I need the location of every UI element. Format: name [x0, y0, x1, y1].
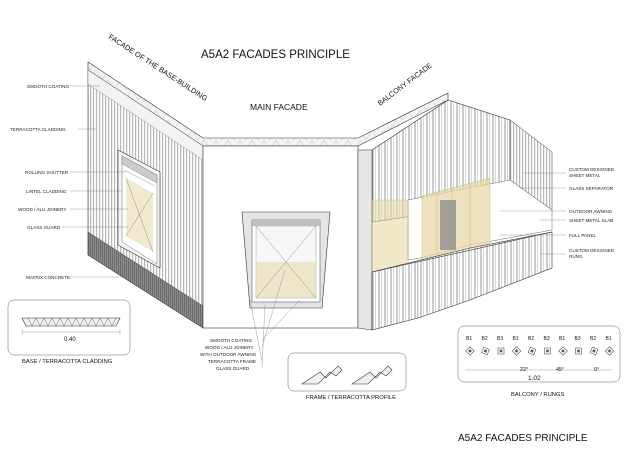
callout-terracotta-cladding: TERRACOTTA CLADDING — [10, 127, 66, 132]
balcony-caption: BALCONY / RUNGS — [511, 392, 564, 398]
rung-shape-row — [465, 346, 615, 356]
rung-code: B1 — [466, 336, 472, 342]
callout-glass-separator: GLASS SEPARATOR — [569, 186, 614, 191]
callout-custom-designed: CUSTOM DESIGNED — [569, 167, 615, 172]
callout-glass-guard: GLASS GUARD — [27, 225, 61, 230]
rung-glyph-core — [514, 349, 519, 353]
detail-balcony-rungs: B1 B2 B3 B1 B2 B3 B1 B3 B2 B1 22° 45° 0° 1.02 BAL… — [457, 325, 621, 398]
rung-code: B2 — [528, 336, 534, 342]
callout-rolling-shutter: ROLLING SHUTTER — [25, 170, 69, 175]
right-callouts: CUSTOM DESIGNED SHEET METAL GLASS SEPARA… — [500, 167, 615, 259]
rung-code: B1 — [559, 336, 565, 342]
rung-angle-2: 45° — [556, 367, 564, 373]
rung-code: B1 — [606, 336, 612, 342]
rung-dimension: 1.02 — [528, 375, 541, 382]
base-caption: BASE / TERRACOTTA CLADDING — [22, 359, 113, 365]
rung-code: B2 — [590, 336, 596, 342]
rung-glyph-core — [592, 349, 596, 353]
detail-frame-profile: FRAME / TERRACOTTA PROFILE — [287, 352, 407, 401]
rung-glyph-core — [561, 349, 565, 353]
callout-sheet-metal: SHEET METAL — [569, 173, 601, 178]
rung-code: B1 — [513, 336, 519, 342]
callout-outdoor-awning: OUTDOOR AWNING — [569, 209, 613, 214]
rung-glyph-core — [577, 349, 580, 353]
title-bottom: A5A2 FACADES PRINCIPLE — [458, 433, 588, 444]
rung-glyph-core — [499, 349, 503, 353]
callout-sheet-metal-slab: SHEET METAL SLAB — [569, 218, 613, 223]
rung-code: B3 — [497, 336, 503, 342]
center-callouts: SMOOTH COATING WOOD / ALU JOINERY WITH O… — [200, 269, 301, 371]
callout-full-panel: FULL PANEL — [569, 233, 597, 238]
base-dimension: 0.40 — [64, 337, 76, 343]
left-callouts: SMOOTH COATING TERRACOTTA CLADDING ROLLI… — [10, 84, 151, 280]
callout-custom-designed-2: CUSTOM DESIGNED — [569, 248, 615, 253]
rung-glyph-core — [530, 349, 534, 353]
frame-caption: FRAME / TERRACOTTA PROFILE — [306, 395, 396, 401]
label-main-facade: MAIN FACADE — [250, 102, 308, 112]
rung-code-row: B1 B2 B3 B1 B2 B3 B1 B3 B2 B1 — [466, 336, 612, 342]
main-window-frame — [241, 211, 331, 309]
callout-matrix-concrete: MATRIX CONCRETE — [26, 275, 70, 280]
callout-rung: RUNG — [569, 254, 583, 259]
callout-center-glass-guard: GLASS GUARD — [216, 366, 250, 371]
rung-glyph-core — [483, 349, 488, 353]
callout-center-smooth-coating: SMOOTH COATING — [210, 338, 252, 343]
callout-center-awning: WITH OUTDOOR AWNING — [200, 352, 257, 357]
rung-angle-1: 22° — [520, 367, 528, 373]
rung-code: B3 — [544, 336, 550, 342]
rung-glyph-core — [607, 349, 612, 353]
callout-lintel-cladding: LINTEL CLADDING — [26, 189, 67, 194]
rung-glyph-core — [546, 349, 549, 353]
callout-smooth-coating: SMOOTH COATING — [27, 84, 69, 89]
balcony-block — [357, 99, 553, 331]
rung-code: B2 — [482, 336, 488, 342]
base-window — [117, 149, 161, 269]
rung-glyph-core — [468, 349, 472, 353]
detail-base-cladding: 0.40 BASE / TERRACOTTA CLADDING — [7, 299, 131, 365]
callout-center-terracotta-frame: TERRACOTTA FRAME — [208, 359, 256, 364]
label-balcony-facade: BALCONY FACADE — [376, 61, 434, 108]
rung-code: B3 — [575, 336, 581, 342]
callout-wood-alu-joinery: WOOD / ALU JOINERY — [18, 207, 66, 212]
rung-angle-3: 0° — [594, 367, 599, 373]
title-top: A5A2 FACADES PRINCIPLE — [201, 49, 350, 61]
callout-center-wood-alu: WOOD / ALU JOINERY — [205, 345, 253, 350]
